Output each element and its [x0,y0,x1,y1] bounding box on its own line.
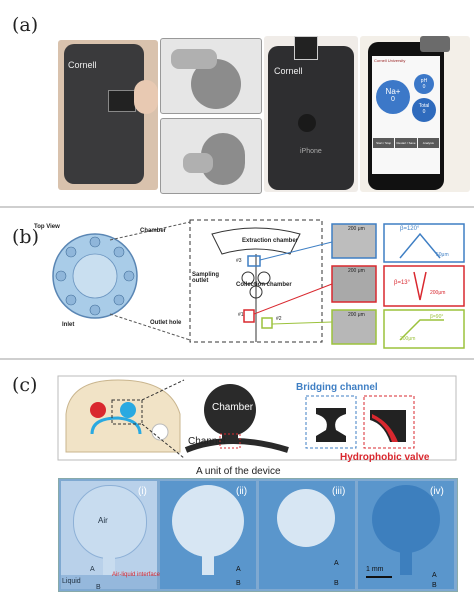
collection-chamber-label: Collection chamber [236,282,292,288]
breath-hand [183,153,213,173]
frame-3-bubble [277,489,335,547]
phone-photo-3: Cornell University Na+ 0 pH 0 Total 0 St… [360,36,470,192]
sem-scale-2: 200 μm [348,268,365,274]
phone-model-2: iPhone [300,148,322,155]
air-label: Air [98,516,108,525]
na-bubble: Na+ 0 [376,80,410,114]
outlet-hole-label: Outlet hole [150,320,181,326]
forehead-hand [171,49,217,69]
chamber-label-c: Chamber [212,402,253,413]
frame-1-bubble [73,485,147,559]
valve-2-label: #2 [276,316,282,322]
hydrophobic-label: Hydrophobic valve [340,452,429,463]
frame-2-label: (ii) [236,486,247,497]
app-button-row: Start / Stop Restart / Save Analysis [373,138,439,148]
bridging-label: Bridging channel [296,382,378,393]
angle-scale-1: 50μm [436,252,449,258]
sampling-outlet-label: Sampling outlet [192,272,232,284]
frame-4-label: (iv) [430,486,444,497]
frame-2-a: A [236,566,241,573]
frame-3-a: A [334,560,339,567]
total-value: 0 [412,109,436,115]
valve-1-label: #1 [238,312,244,318]
ph-bubble: pH 0 [414,74,434,94]
frame-3-label: (iii) [332,486,345,497]
blue-chamber [120,402,136,418]
channel-label-c: Channel [188,436,225,447]
phone-brand-1: Cornell [68,60,97,70]
valve-3-label: #3 [236,258,242,264]
phone-brand-2: Cornell [274,66,303,76]
angle-box-2 [384,266,464,306]
unit-caption: A unit of the device [196,466,281,477]
panel-c-schematic [0,374,474,464]
frame-2 [160,481,256,589]
angle-label-3: β=90° [430,314,443,320]
frame-1-a: A [90,566,95,573]
angle-label-1: β=120° [400,226,419,232]
na-value: 0 [376,96,410,103]
angle-box-3 [384,310,464,348]
breath-photo [160,118,262,194]
app-header: Cornell University [374,58,405,63]
angle-label-2: β=13° [394,280,410,286]
frame-4-b: B [432,582,437,589]
sensor-clip-2 [294,36,318,60]
app-screen: Cornell University Na+ 0 pH 0 Total 0 St… [372,56,440,174]
sem-scale-1: 200 μm [348,226,365,232]
frame-1-label: (i) [138,486,147,497]
start-stop-button[interactable]: Start / Stop [373,138,394,148]
device-inner [73,254,117,298]
frame-1-b: B [96,584,101,591]
analysis-button[interactable]: Analysis [418,138,439,148]
scale-bar-label: 1 mm [366,566,384,573]
frame-3-b: B [334,580,339,587]
white-chamber [152,424,168,440]
ph-value: 0 [414,84,434,90]
separator-ab [0,206,474,208]
extraction-chamber-label: Extraction chamber [242,238,298,244]
separator-bc [0,358,474,360]
frame-3 [259,481,355,589]
liquid-label: Liquid [62,578,81,585]
zoom-line-bottom [110,314,190,340]
sem-scale-3: 200 μm [348,312,365,318]
restart-save-button[interactable]: Restart / Save [395,138,416,148]
sensor-clip-1 [108,90,136,112]
angle-scale-3: 200μm [400,336,415,342]
phone-photo-2: Cornell iPhone [264,36,358,192]
frame-2-neck [202,555,214,575]
total-bubble: Total 0 [412,98,436,122]
angle-box-1 [384,224,464,262]
thumb [134,80,158,114]
frame-4-a: A [432,572,437,579]
camera-ring [298,114,316,132]
frame-2-b: B [236,580,241,587]
angle-scale-2: 200μm [430,290,445,296]
frame-4-neck [400,551,412,575]
forehead-photo [160,38,262,114]
top-sensor-clip [420,36,450,52]
chamber-label-b: Chamber [140,228,166,234]
frame-2-bubble [172,485,244,557]
interface-label: Air-liquid interface [112,572,160,578]
phone-photo-1: Cornell [58,40,158,190]
red-chamber [90,402,106,418]
inlet-label: Inlet [62,322,74,328]
scale-bar-line [366,576,392,578]
top-view-label: Top View [34,224,60,230]
na-label: Na+ [376,87,410,96]
panel-a-label: (a) [12,14,38,36]
